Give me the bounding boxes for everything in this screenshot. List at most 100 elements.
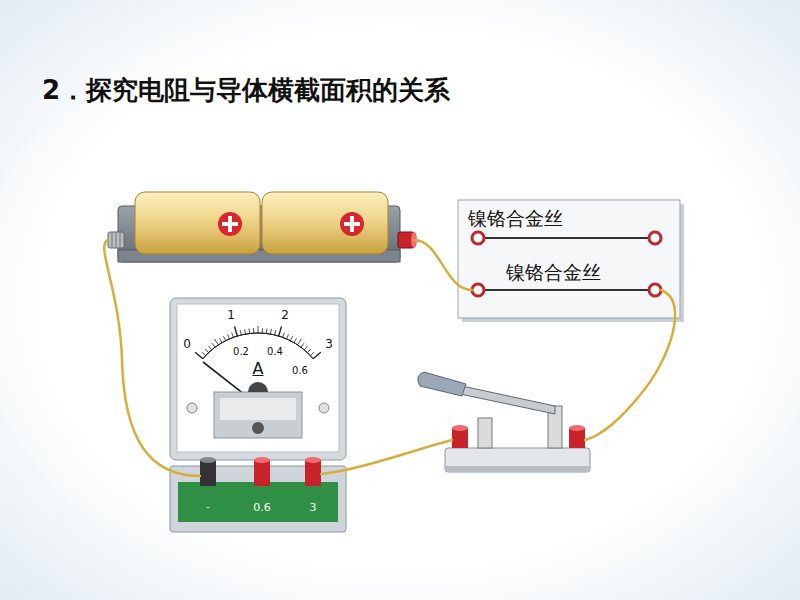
scale-number: 0.2 <box>233 346 249 357</box>
meter-scale <box>249 329 251 334</box>
battery-cell <box>228 216 232 232</box>
meter-scale <box>195 326 321 359</box>
battery-holder <box>108 232 124 248</box>
ammeter-window <box>187 382 329 438</box>
meter-scale <box>195 352 203 358</box>
connecting-wire <box>104 240 675 476</box>
meter-scale <box>209 346 212 350</box>
ammeter-body <box>177 304 339 452</box>
meter-scale <box>301 343 304 347</box>
scale-number: 2 <box>281 309 289 322</box>
wire-name: 镍铬合金丝 <box>468 208 563 229</box>
terminal-label: - <box>206 501 210 514</box>
resistance-board <box>472 284 484 296</box>
meter-scale <box>223 336 225 340</box>
ammeter-base <box>200 460 216 486</box>
meter-scale <box>304 346 307 350</box>
ammeter-window <box>214 392 302 438</box>
meter-scale <box>287 334 289 339</box>
meter-scale <box>310 352 314 355</box>
switch <box>418 372 466 396</box>
ammeter-window <box>187 403 197 413</box>
meter-scale <box>215 339 219 345</box>
switch <box>478 418 492 448</box>
meter-scale <box>275 330 276 335</box>
terminal-label: 3 <box>310 502 317 514</box>
switch <box>569 425 585 431</box>
meter-scale <box>262 328 263 333</box>
meter-scale <box>228 334 230 339</box>
ammeter-face: A <box>238 356 278 382</box>
ammeter-window <box>220 398 296 420</box>
meter-scale <box>253 328 254 333</box>
meter-scale <box>244 329 246 334</box>
terminal-label: 0.6 <box>253 502 271 514</box>
switch <box>445 448 590 472</box>
scale-number: 1 <box>227 309 235 322</box>
meter-scale <box>266 329 268 334</box>
resistance-board <box>458 200 684 322</box>
battery-cell <box>350 216 354 232</box>
meter-scale <box>279 326 282 336</box>
meter-scale <box>258 326 259 333</box>
meter-scale <box>270 329 272 334</box>
meter-symbol: A <box>253 360 264 378</box>
meter-scale <box>313 352 321 358</box>
scale-number: 0 <box>183 338 191 351</box>
switch <box>452 425 468 431</box>
battery-holder <box>112 232 113 248</box>
resistance-board <box>649 284 661 296</box>
meter-scale <box>240 330 241 335</box>
ammeter-window <box>248 382 268 392</box>
ammeter-base <box>170 457 346 532</box>
connecting-wire <box>104 240 200 476</box>
scale-number: 0.6 <box>292 365 308 376</box>
meter-scale <box>212 343 215 347</box>
meter-scale <box>202 352 206 355</box>
connecting-wire <box>414 240 472 290</box>
ammeter-base <box>254 457 270 463</box>
switch <box>460 386 555 414</box>
slide-title: 2．探究电阻与导体横截面积的关系 <box>42 76 450 105</box>
ammeter-base <box>178 482 338 522</box>
ammeter-window <box>252 422 264 434</box>
battery-cell <box>340 212 364 236</box>
meter-scale <box>290 336 292 340</box>
battery-holder <box>120 232 121 248</box>
battery-cell <box>262 192 388 254</box>
switch <box>445 466 590 472</box>
resistance-board <box>478 289 655 291</box>
connecting-wire <box>585 290 675 440</box>
scale-number: 3 <box>325 338 333 351</box>
resistance-board: 镍铬合金丝镍铬合金丝 <box>458 200 680 318</box>
connecting-wire <box>321 440 452 474</box>
ammeter-body <box>170 298 346 460</box>
ammeter-base <box>254 460 270 486</box>
meter-scale <box>220 338 223 342</box>
battery-cell <box>135 192 260 254</box>
meter-scale <box>203 333 313 359</box>
battery-cell <box>135 192 388 254</box>
scale-number: 0.4 <box>267 346 283 357</box>
wire-name: 镍铬合金丝 <box>506 262 601 283</box>
ammeter-base <box>305 457 321 463</box>
ammeter-base <box>200 457 216 463</box>
meter-scale <box>283 333 285 338</box>
meter-scale <box>298 339 302 345</box>
meter-scale <box>234 326 237 336</box>
battery-cell <box>218 212 242 236</box>
ammeter-window <box>319 403 329 413</box>
resistance-board <box>478 237 655 239</box>
meter-scale <box>205 349 208 353</box>
switch <box>418 372 590 472</box>
meter-scale <box>294 338 297 342</box>
meter-scale <box>307 349 310 353</box>
resistance-board <box>458 200 680 318</box>
ammeter-body <box>170 298 346 460</box>
ammeter-base <box>305 460 321 486</box>
resistance-board <box>472 232 484 244</box>
meter-scale <box>232 333 234 338</box>
resistance-board <box>649 232 661 244</box>
